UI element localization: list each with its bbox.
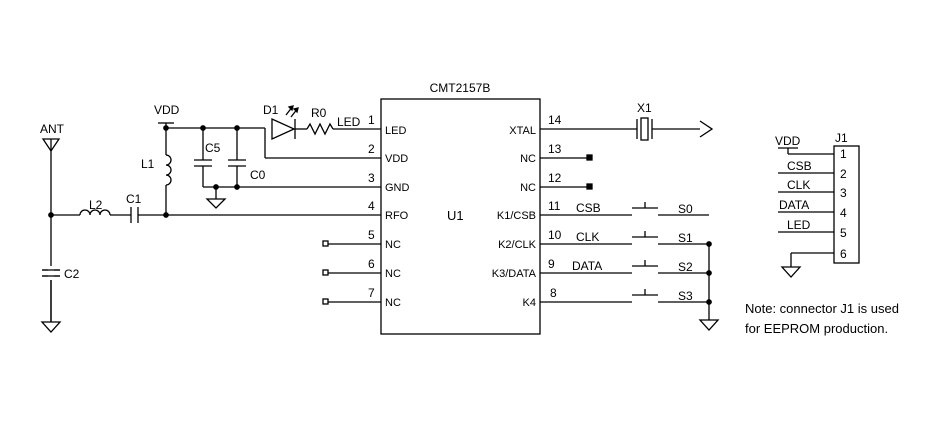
pin-name: K2/CLK: [498, 239, 537, 251]
cap-c0-label: C0: [250, 168, 266, 182]
connector-pin-number: 1: [840, 147, 847, 161]
pin-name: NC: [520, 182, 536, 194]
nc-marker: [322, 240, 329, 247]
pin-name: LED: [385, 125, 406, 137]
inductor-l1-label: L1: [141, 157, 155, 171]
switch-net-label: CSB: [576, 201, 601, 215]
connector-pin-number: 4: [840, 206, 847, 220]
ic-designator: U1: [447, 208, 464, 223]
note-line-2: for EEPROM production.: [745, 321, 888, 336]
pin-name: VDD: [385, 153, 408, 165]
switch-s0: [540, 202, 709, 216]
switch-net-label: CLK: [576, 230, 599, 244]
connector-net-label: VDD: [775, 134, 801, 148]
pin-number: 14: [548, 113, 562, 127]
pin-name: RFO: [385, 210, 409, 222]
connector-pin-number: 5: [840, 226, 847, 240]
junction-dot: [163, 125, 169, 131]
pin-number: 8: [550, 286, 557, 300]
pin-number: 2: [368, 142, 375, 156]
antenna-label: ANT: [40, 122, 65, 136]
switch-s2: [540, 260, 709, 274]
pin-number: 3: [368, 171, 375, 185]
led-net-label: LED: [337, 115, 361, 129]
inductor-l2-label: L2: [89, 198, 103, 212]
xtal-arrow: [699, 120, 714, 138]
inductor-l2: [79, 209, 111, 216]
pin-number: 10: [548, 228, 562, 242]
pin-name: NC: [385, 239, 401, 251]
cap-c5-label: C5: [205, 141, 221, 155]
pin-name: K1/CSB: [497, 210, 536, 222]
pin-number: 7: [368, 286, 375, 300]
junction-dot: [706, 270, 712, 276]
junction-dot: [234, 184, 240, 190]
cap-c1-label: C1: [126, 192, 142, 206]
pin-name: NC: [385, 297, 401, 309]
switch-s3: [540, 289, 709, 303]
connector-net-label: CSB: [787, 159, 812, 173]
connector-net-label: CLK: [787, 178, 810, 192]
switch-net-label: DATA: [572, 259, 602, 273]
pin-number: 4: [368, 199, 375, 213]
capacitor-c5: [194, 159, 212, 167]
capacitor-c1: [130, 207, 139, 223]
ground-symbol: [205, 198, 227, 209]
switch-label: S1: [678, 231, 693, 245]
pin-name: NC: [385, 268, 401, 280]
crystal-label: X1: [637, 101, 652, 115]
junction-dot: [706, 241, 712, 247]
nc-marker: [322, 269, 329, 276]
connector-net-label: DATA: [779, 198, 809, 212]
vdd-label: VDD: [154, 103, 180, 117]
junction-dot: [706, 299, 712, 305]
nc-marker: [586, 154, 593, 161]
pin-name: K4: [523, 297, 536, 309]
resistor-r0: [306, 122, 334, 136]
ic-body: [380, 98, 541, 335]
switch-label: S3: [678, 289, 693, 303]
cap-c2-label: C2: [64, 267, 80, 281]
nc-marker: [322, 298, 329, 305]
capacitor-c0: [228, 159, 246, 167]
pin-number: 13: [548, 142, 562, 156]
connector-designator: J1: [835, 131, 848, 145]
pin-number: 9: [548, 257, 555, 271]
crystal-x1: [636, 117, 653, 141]
ground-symbol: [698, 319, 720, 331]
ic-part-number: CMT2157B: [430, 81, 491, 95]
note-line-1: Note: connector J1 is used: [745, 301, 899, 316]
switch-s1: [540, 231, 709, 245]
nc-marker: [586, 183, 593, 190]
pin-number: 11: [548, 199, 561, 213]
inductor-l1: [165, 154, 172, 186]
connector-pin-number: 3: [840, 186, 847, 200]
resistor-designator: R0: [311, 106, 327, 120]
connector-net-label: LED: [787, 218, 811, 232]
switch-label: S0: [678, 202, 693, 216]
pin-number: 5: [368, 228, 375, 242]
ground-symbol: [40, 321, 62, 333]
pin-number: 6: [368, 257, 375, 271]
pin-name: GND: [385, 182, 410, 194]
led-designator: D1: [263, 103, 279, 117]
pin-name: K3/DATA: [492, 268, 537, 280]
switch-label: S2: [678, 260, 693, 274]
pin-number: 12: [548, 171, 562, 185]
ground-symbol: [780, 266, 802, 278]
pin-number: 1: [368, 113, 375, 127]
pin-name: NC: [520, 153, 536, 165]
pin-name: XTAL: [509, 125, 536, 137]
connector-pin-number: 2: [840, 167, 847, 181]
connector-pin-number: 6: [840, 247, 847, 261]
connector-j1-body: [833, 145, 860, 264]
